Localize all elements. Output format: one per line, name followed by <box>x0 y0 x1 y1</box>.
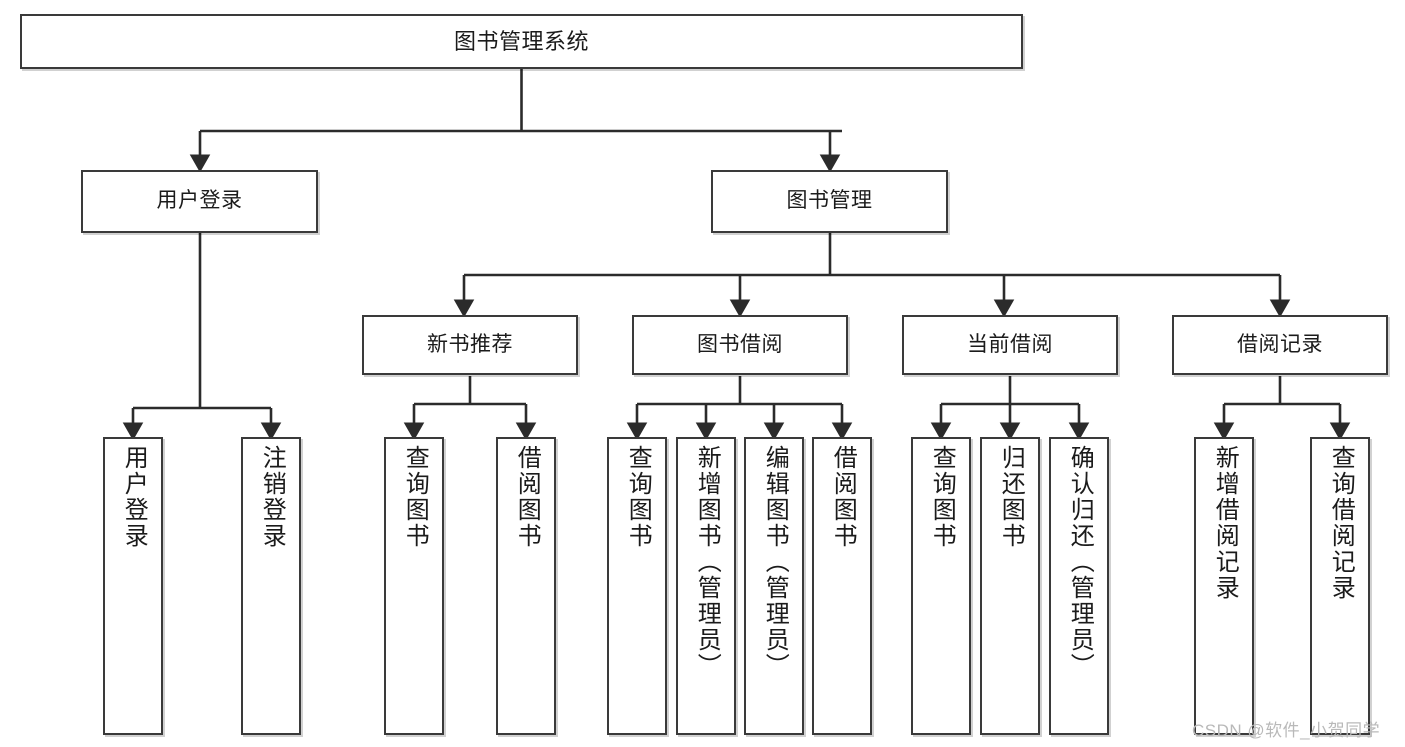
node-leaf-add-book-label: 新增图书（管理员） <box>693 445 721 679</box>
node-book-borrow-label: 图书借阅 <box>697 332 783 356</box>
node-leaf-query-book-2-label: 查询图书 <box>624 445 652 549</box>
node-leaf-borrow-book-1-label: 借阅图书 <box>513 445 541 549</box>
node-current-borrow-label: 当前借阅 <box>967 332 1053 356</box>
node-new-book-rec-label: 新书推荐 <box>427 332 513 356</box>
node-leaf-return-book-label: 归还图书 <box>997 445 1025 549</box>
node-leaf-query-book-1[interactable]: 查询图书 <box>384 437 444 735</box>
node-leaf-return-book[interactable]: 归还图书 <box>980 437 1040 735</box>
node-new-book-rec[interactable]: 新书推荐 <box>362 315 578 375</box>
node-borrow-record[interactable]: 借阅记录 <box>1172 315 1388 375</box>
node-leaf-user-login-label: 用户登录 <box>120 445 148 549</box>
node-user-login-label: 用户登录 <box>156 189 243 213</box>
node-leaf-query-record[interactable]: 查询借阅记录 <box>1310 437 1370 735</box>
node-leaf-borrow-book-1[interactable]: 借阅图书 <box>496 437 556 735</box>
node-leaf-logout[interactable]: 注销登录 <box>241 437 301 735</box>
node-book-manage[interactable]: 图书管理 <box>711 170 948 233</box>
node-leaf-borrow-book-2-label: 借阅图书 <box>829 445 857 549</box>
node-leaf-edit-book-label: 编辑图书（管理员） <box>761 445 789 679</box>
node-root[interactable]: 图书管理系统 <box>20 14 1023 69</box>
node-leaf-query-record-label: 查询借阅记录 <box>1327 445 1355 601</box>
node-book-manage-label: 图书管理 <box>786 189 873 213</box>
node-user-login[interactable]: 用户登录 <box>81 170 318 233</box>
node-leaf-confirm-return[interactable]: 确认归还（管理员） <box>1049 437 1109 735</box>
node-leaf-query-book-1-label: 查询图书 <box>401 445 429 549</box>
node-borrow-record-label: 借阅记录 <box>1237 332 1323 356</box>
node-leaf-logout-label: 注销登录 <box>258 445 286 549</box>
csdn-watermark: CSDN @软件_小贺同学 <box>1192 721 1381 740</box>
node-book-borrow[interactable]: 图书借阅 <box>632 315 848 375</box>
node-leaf-query-book-3-label: 查询图书 <box>928 445 956 549</box>
node-leaf-user-login[interactable]: 用户登录 <box>103 437 163 735</box>
node-leaf-add-record[interactable]: 新增借阅记录 <box>1194 437 1254 735</box>
node-root-label: 图书管理系统 <box>453 28 589 54</box>
node-leaf-borrow-book-2[interactable]: 借阅图书 <box>812 437 872 735</box>
node-leaf-query-book-3[interactable]: 查询图书 <box>911 437 971 735</box>
node-leaf-query-book-2[interactable]: 查询图书 <box>607 437 667 735</box>
node-current-borrow[interactable]: 当前借阅 <box>902 315 1118 375</box>
node-leaf-add-book[interactable]: 新增图书（管理员） <box>676 437 736 735</box>
node-leaf-edit-book[interactable]: 编辑图书（管理员） <box>744 437 804 735</box>
node-leaf-confirm-return-label: 确认归还（管理员） <box>1066 445 1094 679</box>
node-leaf-add-record-label: 新增借阅记录 <box>1211 445 1239 601</box>
